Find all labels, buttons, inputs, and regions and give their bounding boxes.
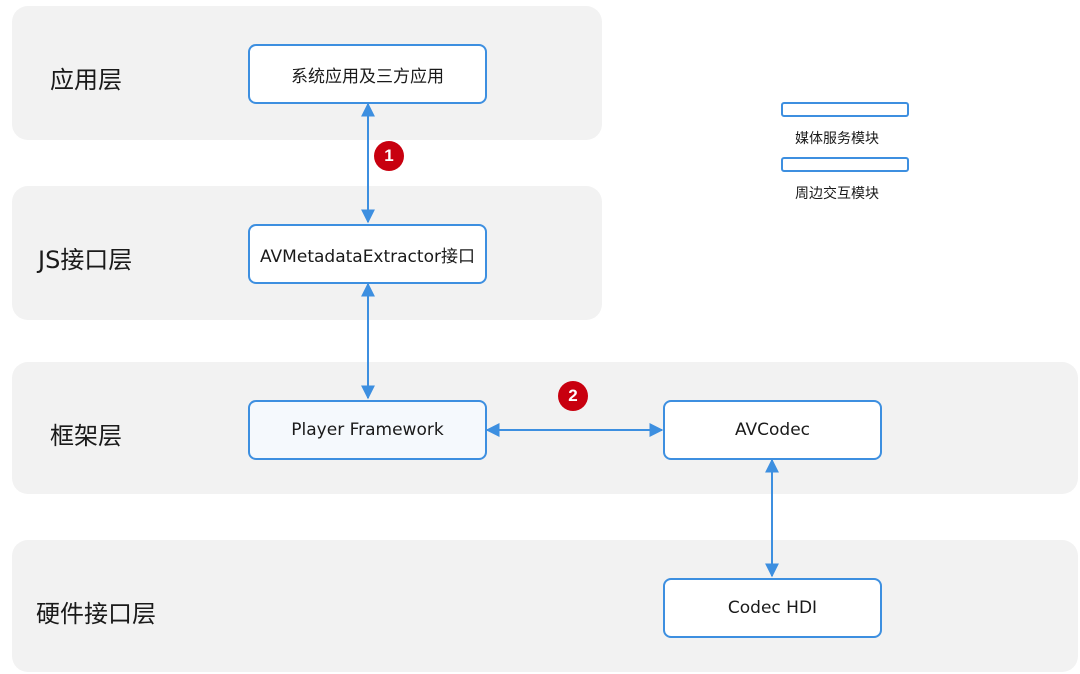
legend-media-service-swatch <box>781 102 909 117</box>
hardware-interface-layer-title: 硬件接口层 <box>36 600 156 628</box>
application-layer-title: 应用层 <box>50 66 122 94</box>
js-interface-layer-title: JS接口层 <box>38 246 133 274</box>
avmetadata-extractor-box: AVMetadataExtractor接口 <box>248 224 487 284</box>
legend-peripheral-label: 周边交互模块 <box>795 186 879 202</box>
avcodec-box: AVCodec <box>663 400 882 460</box>
legend-peripheral-swatch <box>781 157 909 172</box>
codec-hdi-box: Codec HDI <box>663 578 882 638</box>
player-framework-box: Player Framework <box>248 400 487 460</box>
badge-one: 1 <box>374 141 404 171</box>
badge-two: 2 <box>558 381 588 411</box>
hardware-interface-layer <box>12 540 1078 672</box>
system-apps-box: 系统应用及三方应用 <box>248 44 487 104</box>
legend-media-service-label: 媒体服务模块 <box>795 131 879 147</box>
framework-layer-title: 框架层 <box>50 422 122 450</box>
